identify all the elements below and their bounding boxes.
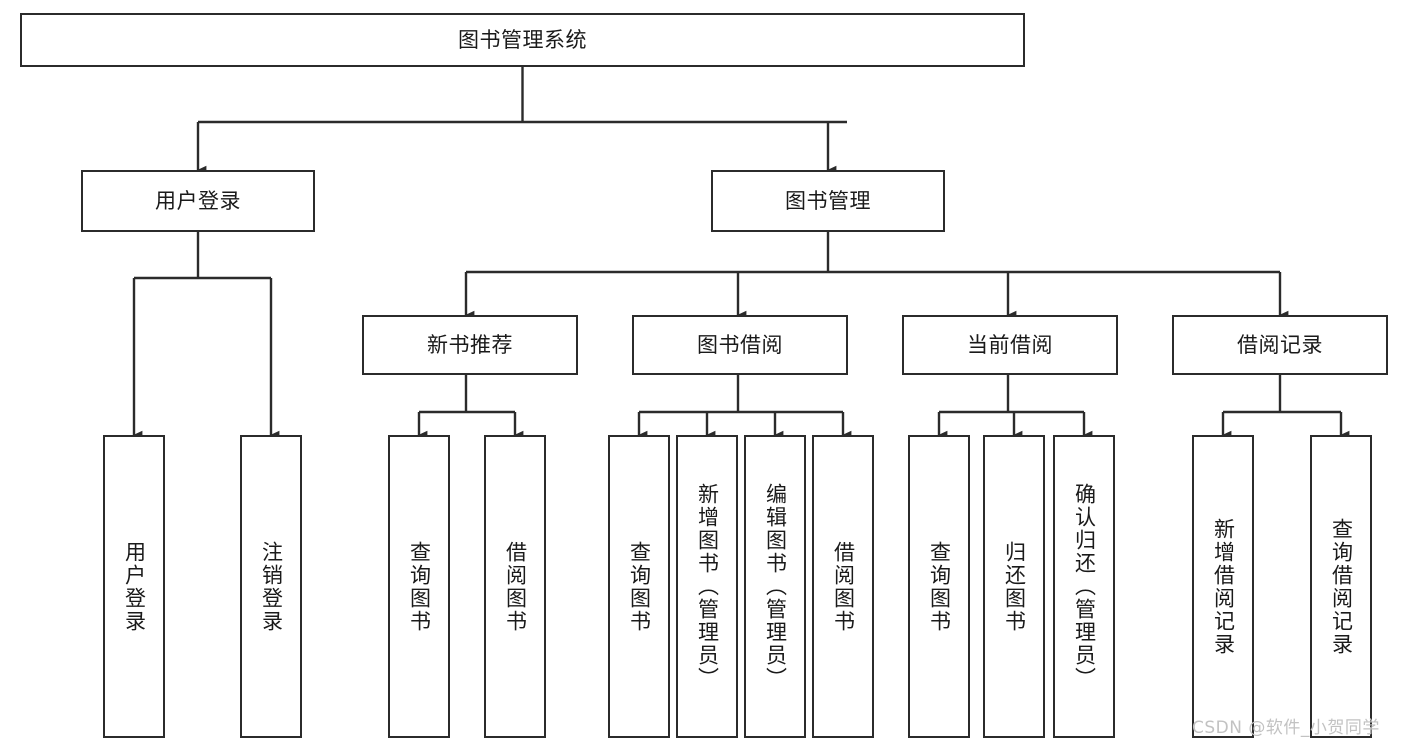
node-book-borrow[interactable]: 图书借阅 — [632, 315, 848, 375]
node-leaf-add-book-admin[interactable]: 新增图书（管理员） — [676, 435, 738, 738]
node-root-book-management-system[interactable]: 图书管理系统 — [20, 13, 1025, 67]
csdn-watermark: CSDN @软件_小贺同学 — [1192, 718, 1380, 738]
node-book-manage[interactable]: 图书管理 — [711, 170, 945, 232]
node-label: 图书借阅 — [697, 332, 783, 357]
node-leaf-query-borrow-record[interactable]: 查询借阅记录 — [1310, 435, 1372, 738]
node-leaf-user-logout[interactable]: 注销登录 — [240, 435, 302, 738]
node-label: 图书管理系统 — [458, 27, 587, 52]
node-leaf-borrow-book-recommend[interactable]: 借阅图书 — [484, 435, 546, 738]
node-label: 查询借阅记录 — [1329, 517, 1354, 656]
node-label: 借阅记录 — [1237, 332, 1323, 357]
node-label: 用户登录 — [122, 540, 147, 633]
node-label: 借阅图书 — [831, 540, 856, 633]
node-label: 注销登录 — [259, 540, 284, 633]
node-label: 新增图书（管理员） — [695, 483, 720, 690]
node-label: 查询图书 — [627, 540, 652, 633]
node-label: 图书管理 — [785, 188, 871, 213]
node-leaf-user-login[interactable]: 用户登录 — [103, 435, 165, 738]
node-leaf-borrow-book[interactable]: 借阅图书 — [812, 435, 874, 738]
node-label: 新增借阅记录 — [1211, 517, 1236, 656]
node-label: 当前借阅 — [967, 332, 1053, 357]
node-leaf-query-book-current[interactable]: 查询图书 — [908, 435, 970, 738]
node-leaf-query-book-recommend[interactable]: 查询图书 — [388, 435, 450, 738]
node-current-borrow[interactable]: 当前借阅 — [902, 315, 1118, 375]
node-label: 查询图书 — [407, 540, 432, 633]
node-new-book-recommend[interactable]: 新书推荐 — [362, 315, 578, 375]
node-borrow-record[interactable]: 借阅记录 — [1172, 315, 1388, 375]
node-leaf-return-book[interactable]: 归还图书 — [983, 435, 1045, 738]
node-label: 用户登录 — [155, 188, 241, 213]
node-leaf-add-borrow-record[interactable]: 新增借阅记录 — [1192, 435, 1254, 738]
node-label: 归还图书 — [1002, 540, 1027, 633]
node-label: 编辑图书（管理员） — [763, 483, 788, 690]
node-leaf-confirm-return-admin[interactable]: 确认归还（管理员） — [1053, 435, 1115, 738]
node-label: 查询图书 — [927, 540, 952, 633]
node-label: 借阅图书 — [503, 540, 528, 633]
node-user-login[interactable]: 用户登录 — [81, 170, 315, 232]
node-leaf-query-book-borrow[interactable]: 查询图书 — [608, 435, 670, 738]
node-label: 确认归还（管理员） — [1072, 483, 1097, 690]
node-label: 新书推荐 — [427, 332, 513, 357]
node-leaf-edit-book-admin[interactable]: 编辑图书（管理员） — [744, 435, 806, 738]
